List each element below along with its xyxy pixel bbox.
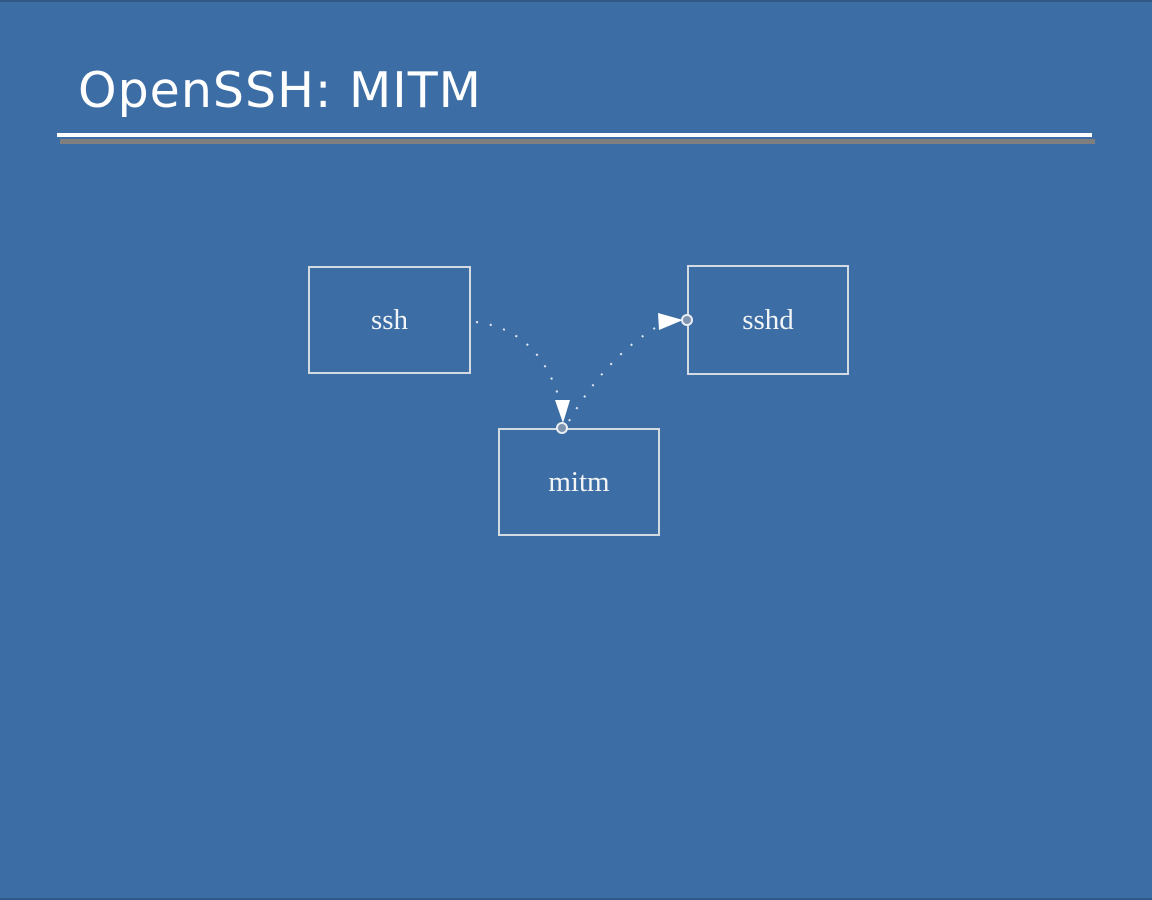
edge-ssh-to-mitm	[475, 321, 560, 399]
node-ssh-label: ssh	[370, 303, 409, 336]
arrowhead-right-icon	[658, 313, 683, 330]
title-underline	[57, 133, 1092, 137]
edge-mitm-to-sshd	[568, 327, 656, 422]
slide-title: OpenSSH: MITM	[78, 62, 482, 119]
node-mitm-label: mitm	[548, 465, 610, 498]
arrowhead-down-icon	[555, 400, 570, 423]
node-sshd-label: sshd	[742, 303, 794, 336]
title-underline-shadow	[60, 139, 1095, 144]
node-sshd: sshd	[687, 265, 849, 375]
node-mitm: mitm	[498, 428, 660, 536]
node-ssh: ssh	[308, 266, 471, 374]
